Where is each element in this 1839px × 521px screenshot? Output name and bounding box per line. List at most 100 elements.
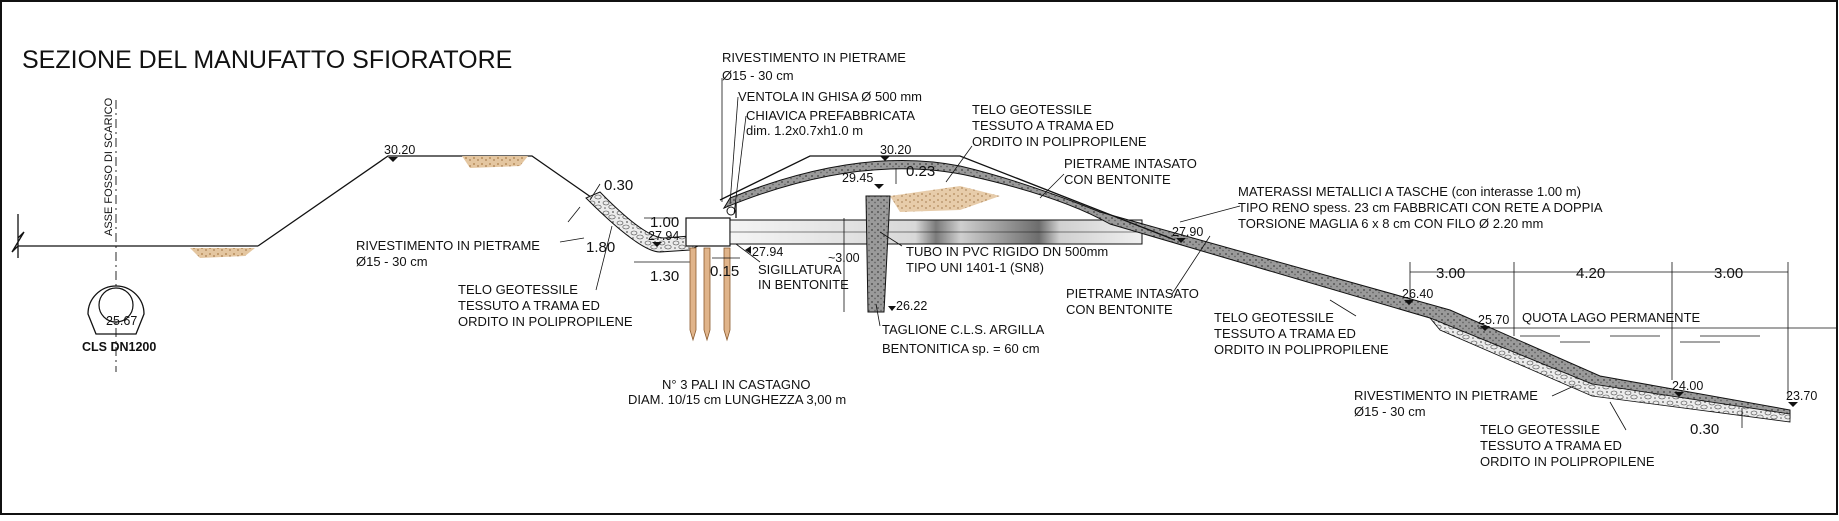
- pipe-elevation: 25.67: [106, 314, 137, 328]
- valve-hinge: [726, 206, 736, 216]
- dim-basin-width: 1.00: [650, 214, 679, 231]
- drawing-title: SEZIONE DEL MANUFATTO SFIORATORE: [22, 46, 512, 74]
- elev-marker-lake: [1480, 326, 1490, 331]
- label-geotextile-left-1: TELO GEOTESSILE: [458, 282, 578, 297]
- concrete-pipe: [87, 285, 145, 335]
- embankment-profile: [257, 155, 599, 247]
- dim-line-180: [567, 206, 581, 223]
- label-lining-right-1: RIVESTIMENTO IN PIETRAME: [1354, 388, 1538, 403]
- label-lining-top-2: Ø15 - 30 cm: [722, 68, 794, 83]
- dim-right-lining: 0.30: [1690, 421, 1719, 438]
- leader-valve: [729, 96, 739, 205]
- label-chiavica-2: dim. 1.2x0.7xh1.0 m: [746, 123, 863, 138]
- toe-stone-lining: [1429, 317, 1791, 423]
- label-lining-left-2: Ø15 - 30 cm: [356, 254, 428, 269]
- elev-marker-toe: [1674, 392, 1684, 397]
- label-geotextile-bottom-1: TELO GEOTESSILE: [1480, 422, 1600, 437]
- label-geotextile-top-1: TELO GEOTESSILE: [972, 102, 1092, 117]
- dim-line-030: [589, 183, 601, 201]
- elev-marker-left: [388, 157, 398, 162]
- left-embankment: 30.20 27.94 0.30 1.80 1.00 1.30: [257, 143, 711, 285]
- leader-lines: [559, 78, 1627, 431]
- dam-body: 30.20 29.45 0.23 ~3.00 26.22 27.90: [719, 143, 1791, 423]
- lake-label: QUOTA LAGO PERMANENTE: [1522, 310, 1701, 325]
- elev-cutoff-bottom: 26.22: [896, 299, 927, 313]
- elev-marker-crest: [880, 156, 890, 161]
- elev-dam-crest: 30.20: [880, 143, 911, 157]
- label-lining-right-2: Ø15 - 30 cm: [1354, 404, 1426, 419]
- label-geotextile-right-3: ORDITO IN POLIPROPILENE: [1214, 342, 1389, 357]
- elev-marker-dam-top: [874, 184, 884, 189]
- soil-patch-left: [190, 248, 255, 258]
- outlet-structure: 27.94 0.15: [685, 198, 1143, 342]
- leader-lining-left: [559, 237, 585, 243]
- label-lining-top-1: RIVESTIMENTO IN PIETRAME: [722, 50, 906, 65]
- label-geotextile-top-3: ORDITO IN POLIPROPILENE: [972, 134, 1147, 149]
- chiavica-box: [685, 217, 731, 247]
- leader-chiavica: [733, 115, 747, 215]
- elev-left-crest: 30.20: [384, 143, 415, 157]
- elev-slope-break: 26.40: [1402, 287, 1433, 301]
- label-geotextile-bottom-3: ORDITO IN POLIPROPILENE: [1480, 454, 1655, 469]
- soil-patch-crest: [462, 156, 528, 168]
- label-cutoff-2: BENTONITICA sp. = 60 cm: [882, 341, 1040, 356]
- pile-3: [723, 247, 731, 342]
- elev-marker-pipe-outlet: [1176, 238, 1186, 243]
- label-piles-1: N° 3 PALI IN CASTAGNO: [662, 377, 810, 392]
- pile-2: [703, 247, 711, 342]
- leader-geotextile-right: [1329, 299, 1357, 317]
- label-stone-top-1: PIETRAME INTASATO: [1064, 156, 1197, 171]
- lake-water-lines: [1478, 327, 1836, 343]
- elev-marker-basin: [652, 242, 662, 247]
- break-line: [11, 214, 25, 258]
- label-geotextile-bottom-2: TESSUTO A TRAMA ED: [1480, 438, 1622, 453]
- label-stone-mid-1: PIETRAME INTASATO: [1066, 286, 1199, 301]
- annotations: RIVESTIMENTO IN PIETRAME Ø15 - 30 cm VEN…: [356, 50, 1655, 469]
- ditch-axis-label: ASSE FOSSO DI SCARICO: [103, 97, 115, 236]
- label-chiavica-1: CHIAVICA PREFABBRICATA: [746, 108, 915, 123]
- elev-lake: 25.70: [1478, 313, 1509, 327]
- drain-ditch: ASSE FOSSO DI SCARICO 25.67 CLS DN1200: [11, 97, 258, 372]
- label-mattress-3: TORSIONE MAGLIA 6 x 8 cm CON FILO Ø 2.20…: [1238, 216, 1543, 231]
- label-geotextile-right-2: TESSUTO A TRAMA ED: [1214, 326, 1356, 341]
- elev-marker-end: [1788, 402, 1798, 407]
- elev-toe: 24.00: [1672, 379, 1703, 393]
- label-stone-mid-2: CON BENTONITE: [1066, 302, 1173, 317]
- leader-pvc: [879, 231, 903, 247]
- label-geotextile-right-1: TELO GEOTESSILE: [1214, 310, 1334, 325]
- elev-marker-break: [1404, 300, 1414, 305]
- dim-span-a: 3.00: [1436, 265, 1465, 282]
- label-cutoff-1: TAGLIONE C.L.S. ARGILLA: [882, 322, 1045, 337]
- label-piles-2: DIAM. 10/15 cm LUNGHEZZA 3,00 m: [628, 392, 846, 407]
- leader-sealing: [735, 243, 761, 263]
- dim-span-b: 4.20: [1576, 265, 1605, 282]
- dim-left-lining: 0.30: [604, 177, 633, 194]
- dim-span-c: 3.00: [1714, 265, 1743, 282]
- label-mattress-2: TIPO RENO spess. 23 cm FABBRICATI CON RE…: [1238, 200, 1603, 215]
- label-sealing-1: SIGILLATURA: [758, 262, 842, 277]
- leader-stone-mid: [1171, 235, 1211, 295]
- leader-lining-right: [1551, 385, 1575, 397]
- label-sealing-2: IN BENTONITE: [758, 277, 849, 292]
- dim-dam-lining: 0.23: [906, 163, 935, 180]
- leader-mattress: [1179, 205, 1241, 223]
- elev-marker-cutoff: [888, 306, 896, 311]
- wooden-piles: [689, 247, 731, 342]
- dim-cutoff-depth: ~3.00: [828, 251, 860, 265]
- span-dimension-chain: [1409, 262, 1789, 398]
- label-pvc-2: TIPO UNI 1401-1 (SN8): [906, 260, 1044, 275]
- leader-geotextile-top: [945, 145, 973, 183]
- label-pvc-1: TUBO IN PVC RIGIDO DN 500mm: [906, 244, 1108, 259]
- elev-basin-bottom: 27.94: [648, 229, 679, 243]
- elev-end: 23.70: [1786, 389, 1817, 403]
- lake-side: 26.40 25.70 QUOTA LAGO PERMANENTE 24.00 …: [1402, 262, 1836, 438]
- label-valve: VENTOLA IN GHISA Ø 500 mm: [738, 89, 922, 104]
- label-geotextile-left-2: TESSUTO A TRAMA ED: [458, 298, 600, 313]
- label-mattress-1: MATERASSI METALLICI A TASCHE (con intera…: [1238, 184, 1581, 199]
- dim-basin-base: 1.30: [650, 268, 679, 285]
- leader-geotextile-bottom: [1609, 401, 1627, 431]
- leader-geotextile-left: [595, 225, 613, 291]
- soil-patch-dam: [890, 186, 1000, 212]
